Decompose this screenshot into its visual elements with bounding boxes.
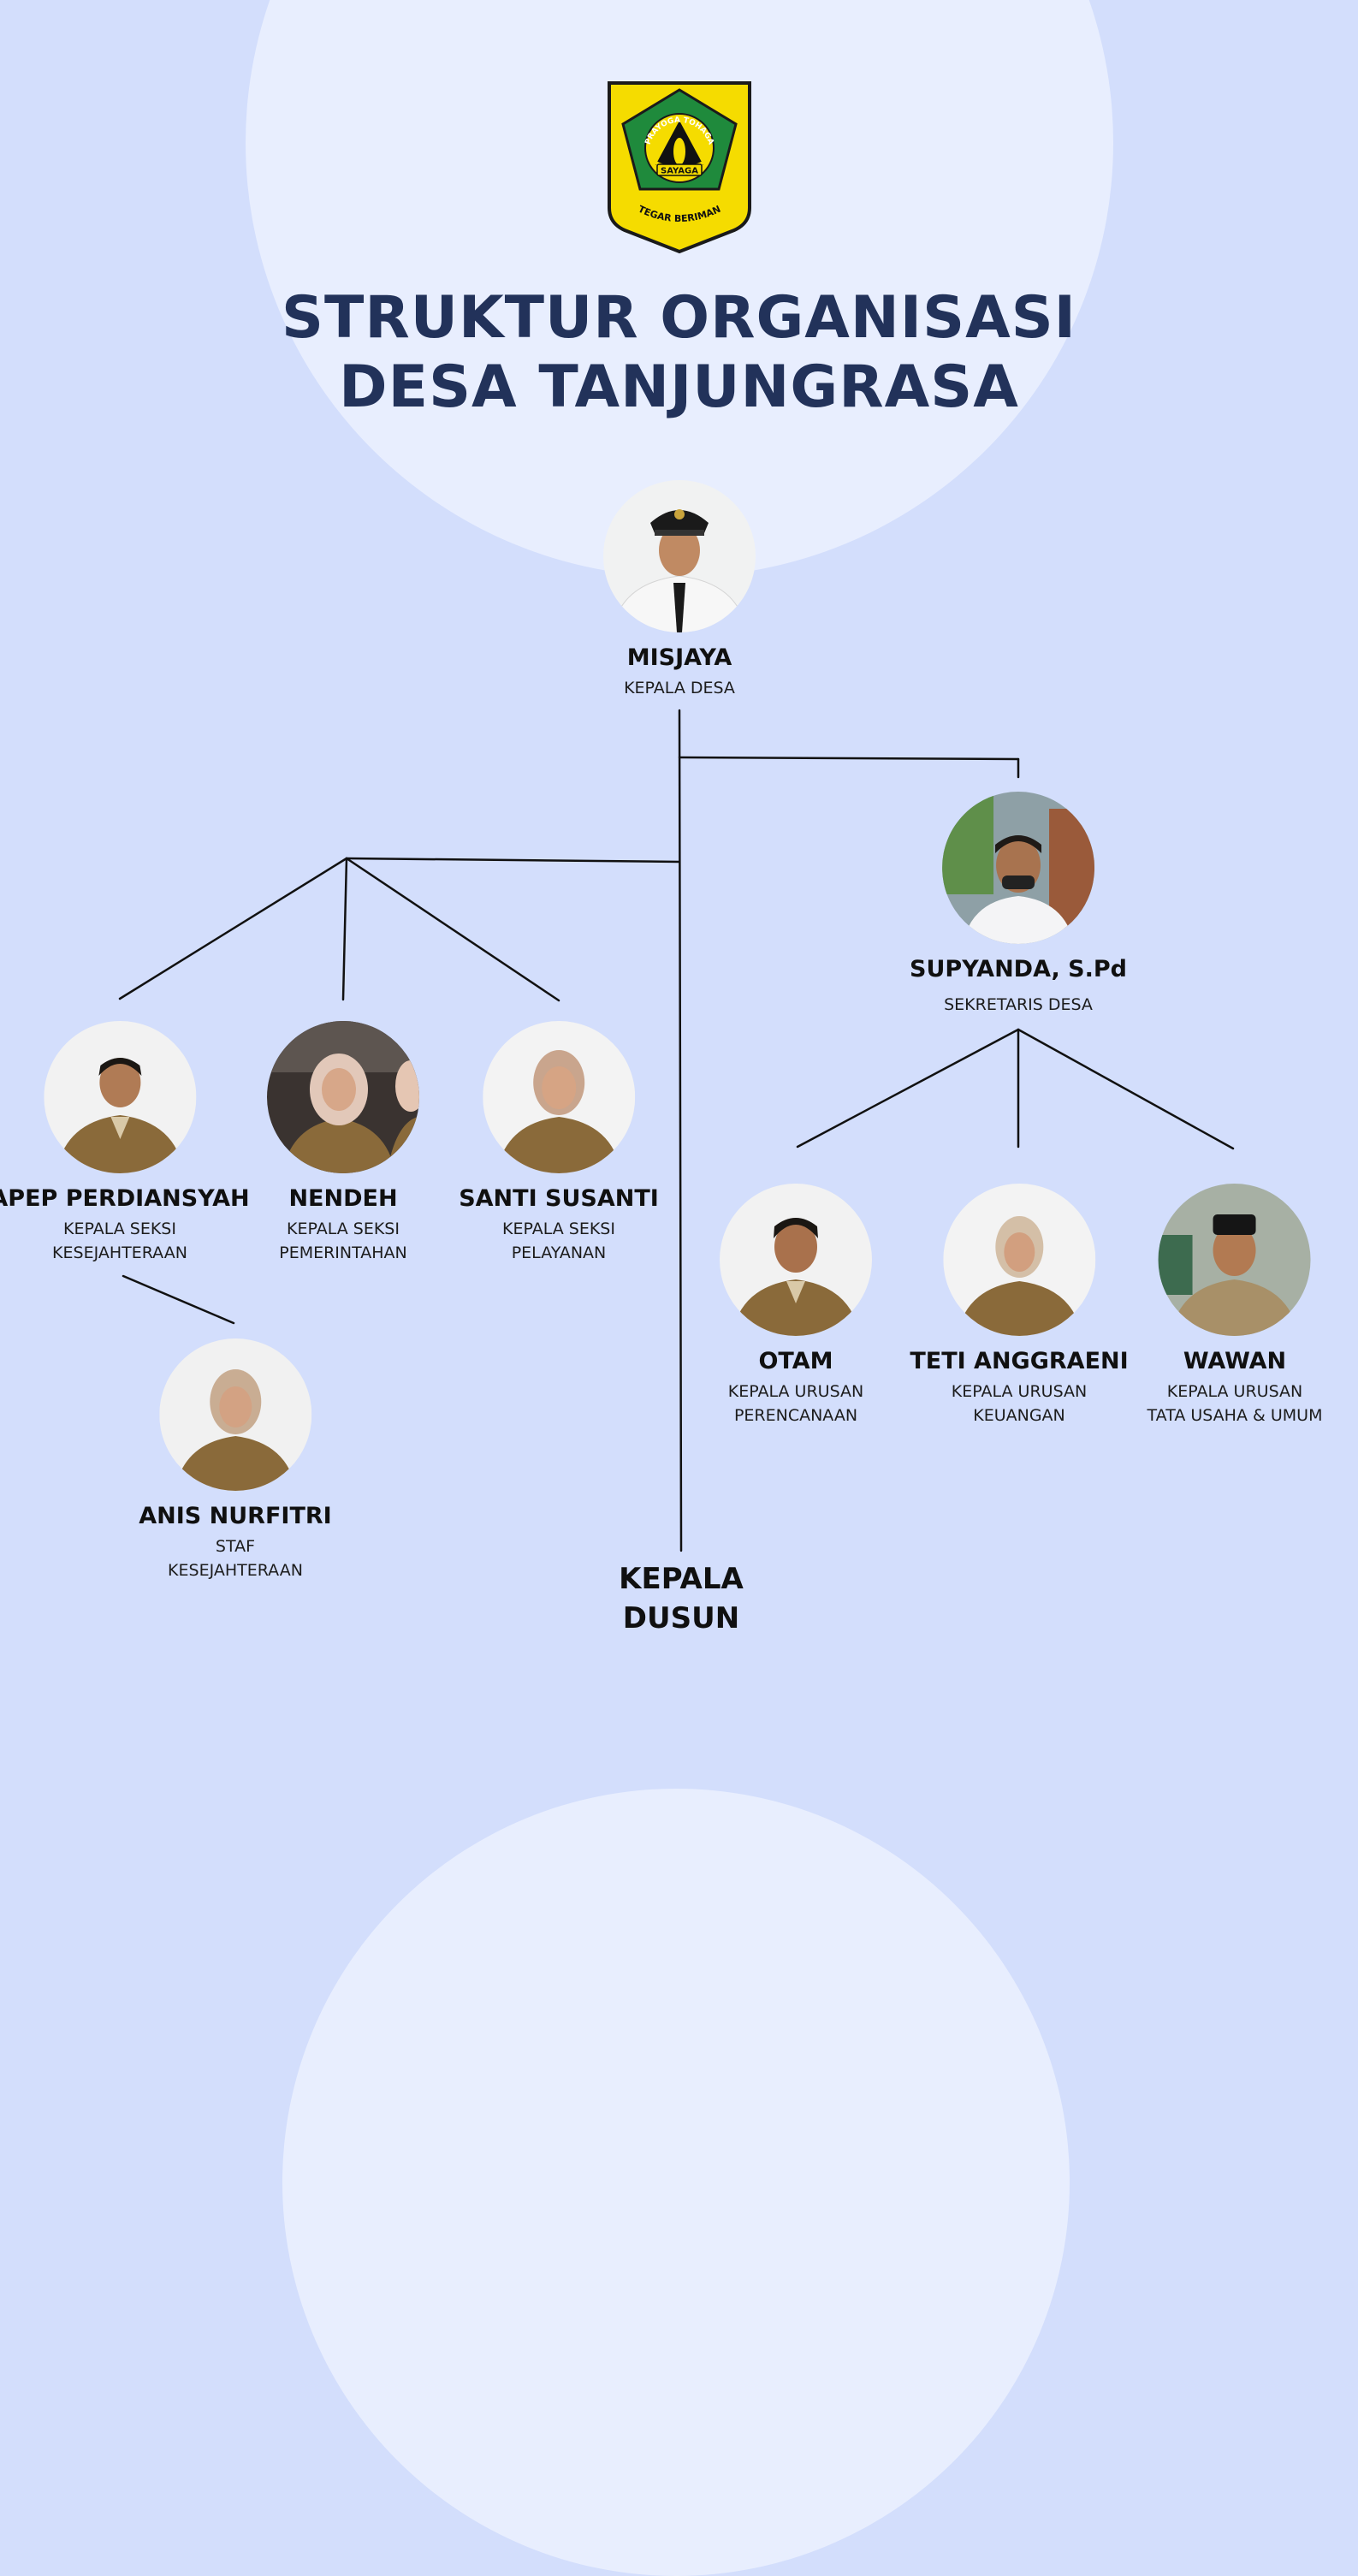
avatar	[1158, 1184, 1311, 1336]
line-to-kaur-perencanaan	[796, 1028, 1020, 1149]
member-name: WAWAN	[1183, 1348, 1287, 1374]
member-name: SANTI SUSANTI	[459, 1185, 659, 1212]
member-name: ANIS NURFITRI	[139, 1503, 332, 1529]
line-to-staf-kesejahteraan	[122, 1274, 235, 1325]
member-name: TETI ANGGRAENI	[910, 1348, 1129, 1374]
avatar	[482, 1021, 635, 1173]
line-trunk	[678, 709, 683, 1552]
member-name: APEP PERDIANSYAH	[0, 1185, 250, 1212]
avatar	[942, 1184, 1095, 1336]
line-to-sekretaris-h	[678, 756, 1020, 761]
line-to-seksi-h	[345, 857, 681, 864]
page-title-line-1: STRUKTUR ORGANISASI	[282, 284, 1076, 352]
member-kepala-desa: MISJAYA KEPALA DESA	[603, 480, 756, 700]
line-to-kaur-tu-umum	[1017, 1028, 1235, 1150]
member-name: NENDEH	[288, 1185, 398, 1212]
member-name: SUPYANDA, S.Pd	[910, 956, 1127, 982]
member-role: KEPALA DESA	[624, 679, 735, 697]
svg-text:SAYAGA: SAYAGA	[661, 167, 698, 176]
line-to-kasi-pelayanan	[345, 857, 560, 1002]
member-sekretaris-desa: SUPYANDA, S.Pd SEKRETARIS DESA	[910, 792, 1127, 1017]
member-name: OTAM	[758, 1348, 833, 1374]
avatar	[603, 480, 756, 632]
line-to-kasi-pemerintahan	[341, 857, 348, 1001]
avatar	[720, 1184, 872, 1336]
avatar	[267, 1021, 419, 1173]
avatar	[158, 1338, 311, 1491]
avatar	[43, 1021, 196, 1173]
avatar	[942, 792, 1094, 944]
member-role: SEKRETARIS DESA	[944, 995, 1093, 1014]
line-to-kasi-kesejahteraan	[118, 857, 348, 1000]
org-chart-connectors	[118, 709, 1235, 1552]
page-title-line-2: DESA TANJUNGRASA	[339, 353, 1019, 421]
village-emblem-logo: SAYAGA PRAYOGA TOHAGA TEGAR BERIMAN	[608, 81, 751, 254]
member-name: MISJAYA	[626, 644, 732, 671]
